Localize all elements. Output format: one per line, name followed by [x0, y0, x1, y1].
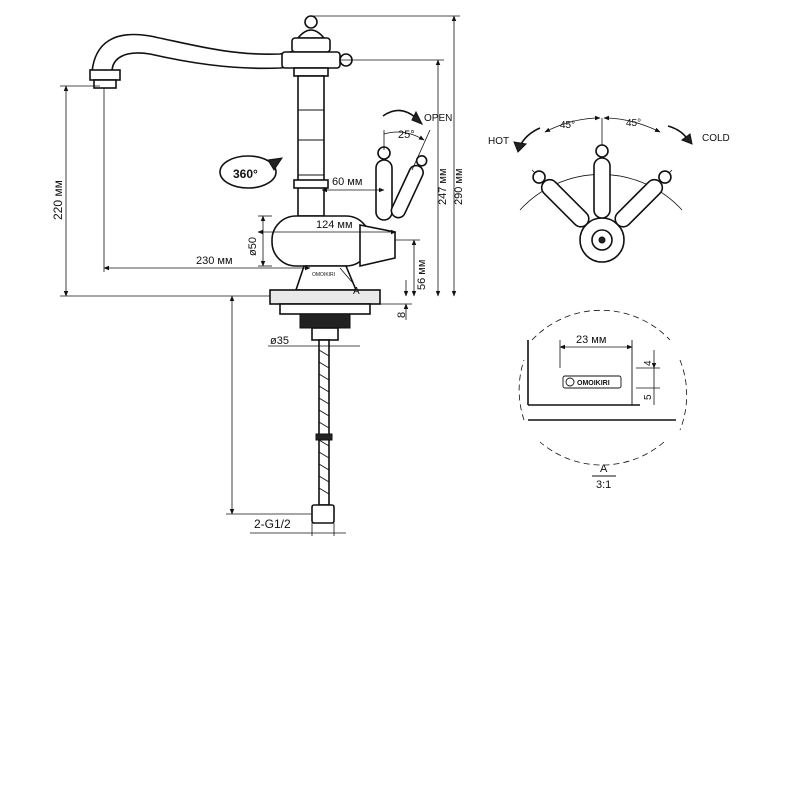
- dim-247-label: 247 мм: [437, 168, 449, 205]
- cold-handle: [614, 170, 672, 228]
- column: [297, 75, 325, 217]
- dim-124-label: 124 мм: [316, 219, 353, 231]
- hose-collar: [315, 433, 333, 441]
- open-arrow: [382, 109, 417, 119]
- swivel-label: 360°: [233, 167, 258, 181]
- shank-nut: [311, 327, 339, 341]
- handle-open: [390, 154, 428, 219]
- dim-230-label: 230 мм: [196, 255, 233, 267]
- column-ring-1: [293, 67, 329, 77]
- mounting-nut: [299, 313, 351, 329]
- dim-dia35-label: ø35: [270, 335, 289, 347]
- hot-handle: [532, 170, 590, 228]
- dim-60-label: 60 мм: [332, 176, 362, 188]
- hose-fitting: [311, 504, 335, 524]
- aerator-tip: [93, 79, 117, 89]
- base-flange: [294, 265, 358, 291]
- spout-collar: [291, 37, 331, 53]
- mounting-plate: [279, 303, 371, 315]
- detail-scale: 3:1: [596, 479, 611, 491]
- angle-25-label: 25°: [398, 129, 415, 141]
- cold-label: COLD: [702, 133, 730, 144]
- hot-label: HOT: [488, 136, 509, 147]
- dim-dia50-label: ø50: [247, 237, 259, 256]
- base-logo: OMOIKIRI: [312, 272, 335, 278]
- dim-8-label: 8: [396, 312, 408, 318]
- handle-base: [359, 224, 396, 268]
- detail-brand-badge: [562, 375, 622, 389]
- detail-label: A: [600, 463, 608, 475]
- countertop: [269, 289, 381, 305]
- open-label: OPEN: [424, 113, 452, 124]
- dim-thread-label: 2-G1/2: [254, 517, 291, 531]
- spout: [91, 33, 301, 73]
- detail-brand: OMOIKIRI: [577, 380, 610, 387]
- detail-a-view: 23 мм OMOIKIRI 4 5 A 3:1: [518, 309, 687, 491]
- detail-dim-5: 5: [643, 394, 654, 400]
- spout-ring: [281, 51, 341, 69]
- faucet-side-view: OMOIKIRI: [89, 15, 428, 524]
- top-finial: [304, 15, 318, 29]
- top-cap: [296, 29, 326, 39]
- dimension-lines: 220 мм 230 мм 290 мм 247 мм 60 мм 124 мм…: [51, 15, 465, 536]
- aerator: [89, 69, 121, 81]
- column-ring-2: [293, 179, 329, 189]
- center-handle: [593, 157, 611, 219]
- detail-width-label: 23 мм: [576, 334, 606, 346]
- handle-rotation-view: HOT COLD 45° 45°: [488, 115, 730, 263]
- dim-56-label: 56 мм: [416, 260, 428, 290]
- dim-290-label: 290 мм: [453, 168, 465, 205]
- detail-circle: [518, 309, 687, 466]
- dim-220-label: 220 мм: [51, 180, 65, 220]
- right-angle-label: 45°: [626, 118, 641, 129]
- left-angle-label: 45°: [560, 120, 575, 131]
- section-marker: A: [353, 286, 360, 297]
- detail-dim-4: 4: [643, 360, 654, 366]
- swivel-arrow: [219, 155, 277, 189]
